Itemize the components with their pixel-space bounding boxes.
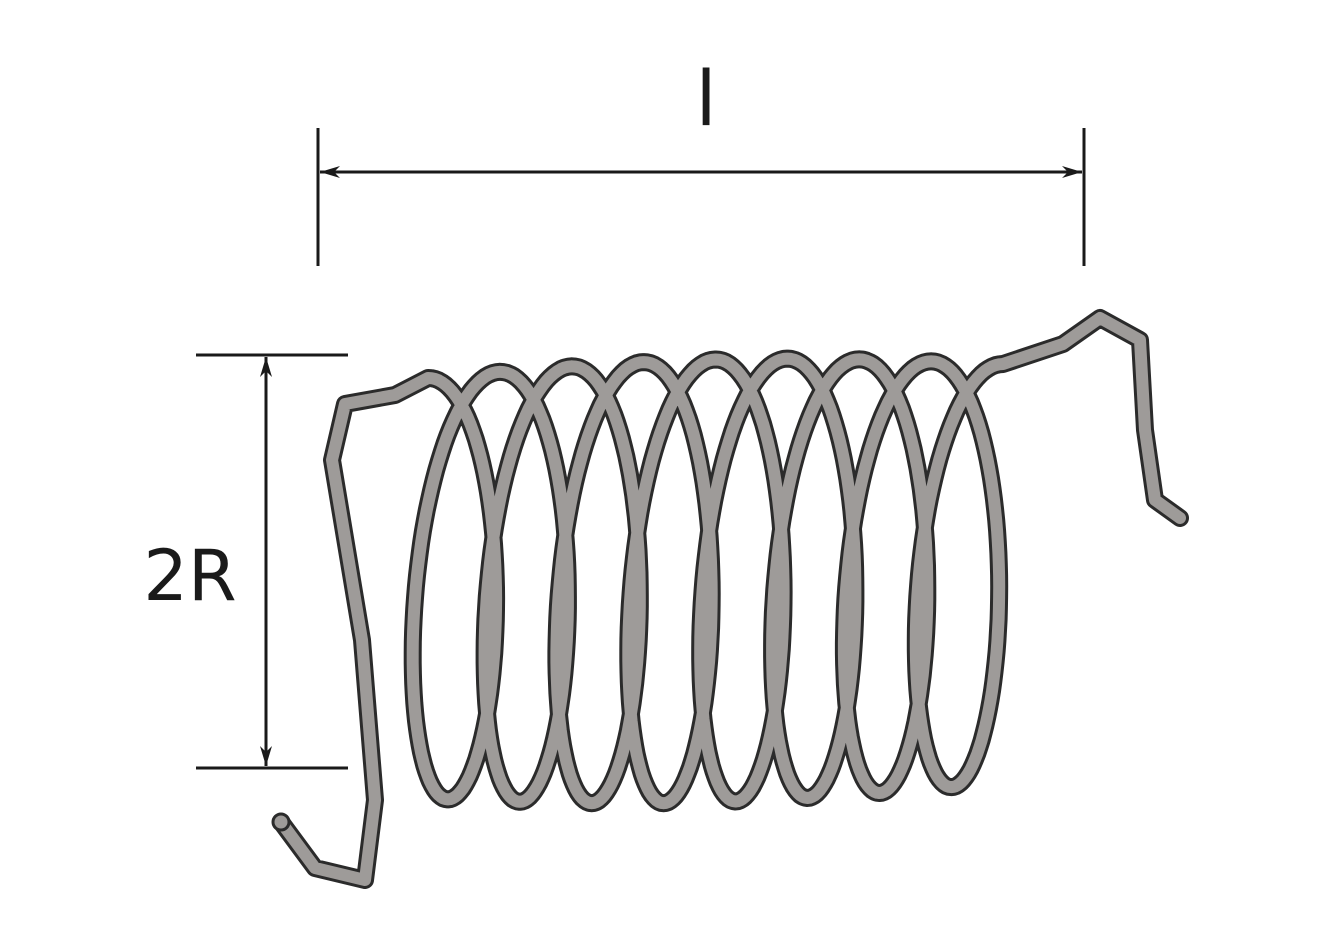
length-dimension: l bbox=[316, 54, 1086, 266]
length-label: l bbox=[695, 54, 716, 143]
diameter-label: 2R bbox=[143, 535, 236, 617]
coil-wire bbox=[271, 309, 1189, 889]
diameter-dimension: 2R bbox=[143, 353, 348, 770]
wire-end-cap bbox=[271, 812, 291, 832]
coil-wire-body bbox=[275, 312, 1186, 886]
